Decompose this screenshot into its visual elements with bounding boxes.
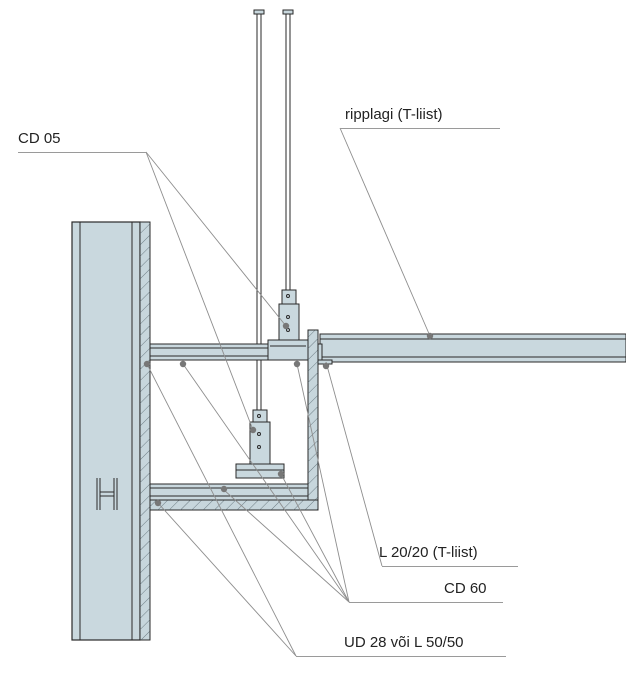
underline-cd05 — [18, 152, 146, 153]
leader-cd60-b — [182, 363, 350, 603]
leader-cd05-b — [145, 151, 254, 431]
label-l2020: L 20/20 (T-liist) — [379, 544, 478, 561]
lower-hanger-bracket — [249, 409, 271, 467]
leader-lines — [145, 127, 431, 657]
leader-cd60-c — [223, 489, 350, 603]
leader-ud28-a — [146, 363, 297, 657]
leader-cd60-a — [296, 363, 350, 603]
underline-ud28 — [296, 656, 506, 657]
underline-ripplagi — [340, 128, 500, 129]
lower-cd60-clip — [235, 463, 285, 479]
ripplagi-t-bar-ceiling — [319, 333, 626, 363]
vertical-box-board — [307, 329, 319, 509]
steel-column — [71, 221, 141, 641]
leader-l2020 — [325, 361, 383, 567]
underline-l2020 — [382, 566, 518, 567]
label-ripplagi: ripplagi (T-liist) — [345, 106, 443, 123]
leader-ud28-b — [157, 502, 297, 657]
h-section-symbol — [96, 478, 118, 510]
leader-dots — [143, 322, 434, 507]
underline-cd60 — [349, 602, 503, 603]
label-ud28: UD 28 või L 50/50 — [344, 634, 464, 651]
upper-cd60-profile — [149, 339, 309, 361]
leader-ripplagi — [339, 127, 431, 337]
upper-hanger-bracket — [278, 289, 300, 341]
leader-cd05-a — [145, 151, 287, 327]
lower-box-board — [149, 499, 319, 511]
column-cladding-board — [139, 221, 151, 641]
label-cd05: CD 05 — [18, 130, 61, 147]
label-cd60: CD 60 — [444, 580, 487, 597]
leader-cd60-d — [280, 473, 350, 603]
lower-cd60-profile — [149, 483, 309, 501]
